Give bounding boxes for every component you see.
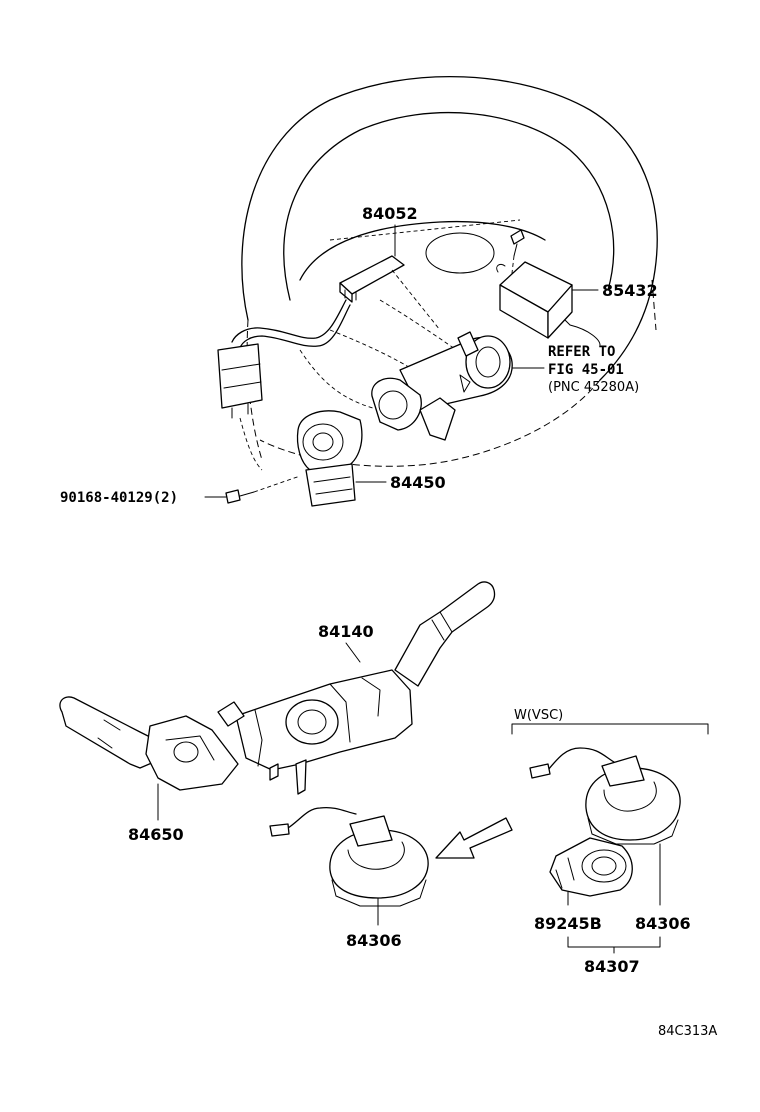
part-84306-vsc-graphic [529,747,681,906]
harness-connector-graphic [217,299,351,471]
figure-code-text: 84C313A [658,1024,717,1039]
label-84140: 84140 [318,622,374,641]
label-84450-text: 84450 [390,473,446,492]
reference-note: REFER TO FIG 45-01 (PNC 45280A) [548,344,639,395]
part-84140-graphic [217,642,413,795]
label-89245b-text: 89245B [534,914,602,933]
label-84306-vsc: 84306 [635,914,691,933]
label-84650-text: 84650 [128,825,184,844]
vsc-variant-group: W(VSC) [511,708,709,735]
label-89245b: 89245B [534,914,602,933]
part-84650-graphic [59,696,239,821]
label-85432-text: 85432 [602,281,658,300]
part-84450-graphic [296,410,387,507]
label-84052-text: 84052 [362,204,418,223]
reference-note-line3: (PNC 45280A) [548,380,639,395]
direction-arrow [435,817,513,859]
part-84306-main-graphic [269,806,429,926]
label-84307: 84307 [567,936,661,976]
label-84307-text: 84307 [584,957,640,976]
wiper-lever-graphic [394,581,496,687]
label-84140-text: 84140 [318,622,374,641]
label-84450: 84450 [390,473,446,492]
label-84306-vsc-text: 84306 [635,914,691,933]
part-89245b-graphic [549,837,633,906]
reference-note-line2: FIG 45-01 [548,362,624,378]
label-84306-main-text: 84306 [346,931,402,950]
label-84052: 84052 [362,204,418,223]
part-84052-graphic [339,224,441,331]
figure-code: 84C313A [658,1024,717,1039]
part-85432-graphic [496,261,599,339]
label-vsc-variant: W(VSC) [514,708,563,723]
steering-wheel [241,75,658,467]
label-90168: 90168-40129(2) [60,490,178,506]
label-84306-main: 84306 [346,931,402,950]
label-85432: 85432 [602,281,658,300]
reference-note-line1: REFER TO [548,344,615,360]
label-84650: 84650 [128,825,184,844]
steering-column-lock-graphic [371,331,545,441]
label-90168-text: 90168-40129(2) [60,490,178,506]
part-90168-graphic [204,475,301,504]
